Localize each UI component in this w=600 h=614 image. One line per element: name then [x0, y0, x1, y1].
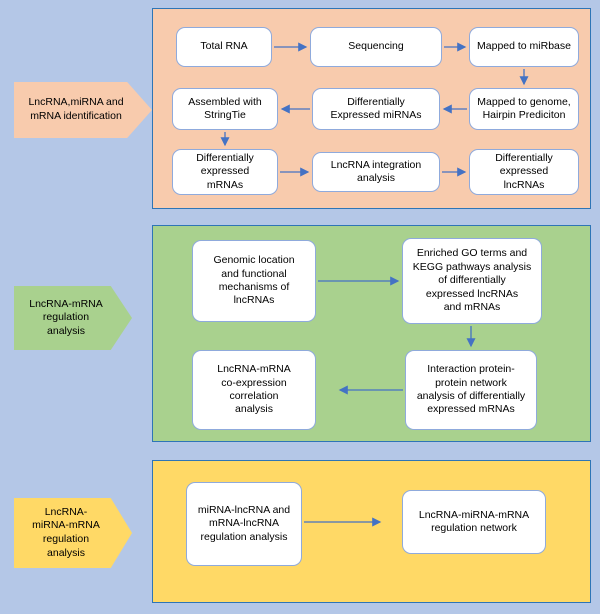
coexpression-box: LncRNA-mRNA co-expression correlation an… [192, 350, 316, 430]
regulation-network-box: LncRNA-miRNA-mRNA regulation network [402, 490, 546, 554]
diff-mrnas-box: Differentially expressed mRNAs [172, 149, 278, 195]
section2-label: LncRNA-mRNA regulation analysis [14, 286, 132, 350]
sequencing-box: Sequencing [310, 27, 442, 67]
diff-mirnas-box: Differentially Expressed miRNAs [312, 88, 440, 130]
mapped-genome-box: Mapped to genome, Hairpin Prediciton [469, 88, 579, 130]
integration-box: LncRNA integration analysis [312, 152, 440, 192]
section3-label: LncRNA- miRNA-mRNA regulation analysis [14, 498, 132, 568]
interaction-network-box: Interaction protein- protein network ana… [405, 350, 537, 430]
diff-lncrnas-box: Differentially expressed lncRNAs [469, 149, 579, 195]
mirna-lncrna-box: miRNA-lncRNA and mRNA-lncRNA regulation … [186, 482, 302, 566]
enriched-go-box: Enriched GO terms and KEGG pathways anal… [402, 238, 542, 324]
mapped-mirbase-box: Mapped to miRbase [469, 27, 579, 67]
total-rna-box: Total RNA [176, 27, 272, 67]
genomic-location-box: Genomic location and functional mechanis… [192, 240, 316, 322]
assembled-box: Assembled with StringTie [172, 88, 278, 130]
section1-label: LncRNA,miRNA and mRNA identification [14, 82, 152, 138]
